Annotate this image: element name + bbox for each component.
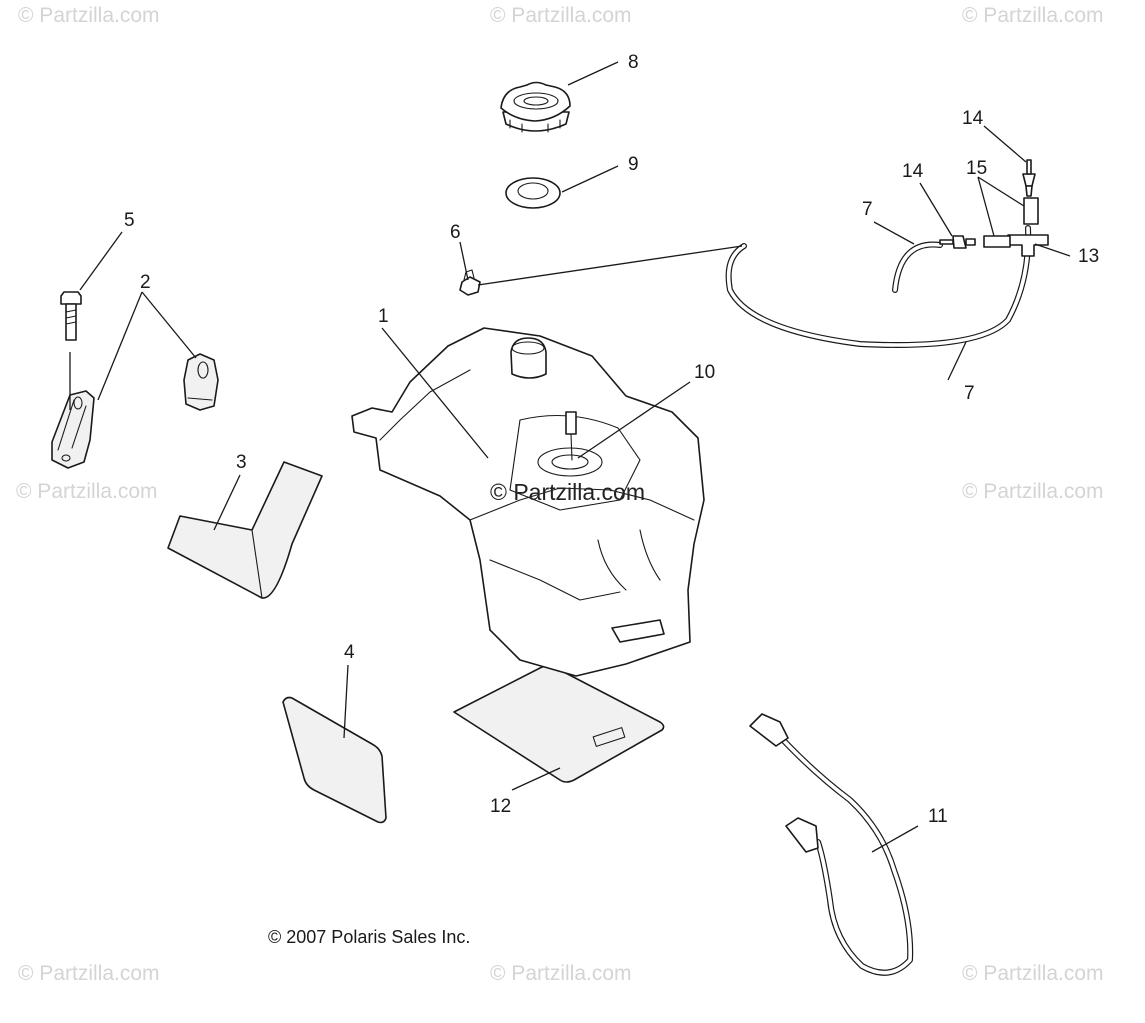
watermark-top-center: © Partzilla.com <box>490 4 632 27</box>
part-check-valves <box>939 159 1036 249</box>
watermark-top-right: © Partzilla.com <box>962 4 1104 27</box>
callout-numbers: 1 2 3 4 5 6 7 7 8 9 10 11 12 13 14 14 15 <box>124 52 1099 827</box>
callout-11: 11 <box>928 806 948 827</box>
callout-13: 13 <box>1078 246 1099 267</box>
watermark-mid-center: © Partzilla.com <box>490 479 645 505</box>
callout-14-lower: 14 <box>902 161 924 182</box>
watermark-bottom-left: © Partzilla.com <box>18 962 160 985</box>
part-vent-hose <box>725 225 1032 348</box>
callout-9: 9 <box>628 154 639 175</box>
watermark-top-left: © Partzilla.com <box>18 4 160 27</box>
callout-6: 6 <box>450 222 461 243</box>
callout-7-upper: 7 <box>862 199 873 220</box>
part-hose-sleeves <box>983 197 1039 248</box>
callout-7-lower: 7 <box>964 383 975 404</box>
watermark-bottom-center: © Partzilla.com <box>490 962 632 985</box>
part-flat-pad <box>282 696 387 824</box>
callout-15: 15 <box>966 158 987 179</box>
callout-14-upper: 14 <box>962 108 984 129</box>
part-bolt <box>60 291 82 341</box>
watermark-layer: © Partzilla.com © Partzilla.com © Partzi… <box>16 4 1104 985</box>
callout-2: 2 <box>140 272 151 293</box>
copyright-notice: © 2007 Polaris Sales Inc. <box>268 927 470 947</box>
part-fuel-tank <box>351 327 705 677</box>
callout-3: 3 <box>236 452 247 473</box>
callout-4: 4 <box>344 642 355 663</box>
part-cap-gasket <box>505 177 561 209</box>
part-tee-fitting <box>1007 234 1049 257</box>
callout-12: 12 <box>490 796 511 817</box>
watermark-mid-right: © Partzilla.com <box>962 480 1104 503</box>
callout-10: 10 <box>694 362 715 383</box>
part-tank-pad <box>453 665 665 783</box>
watermark-bottom-right: © Partzilla.com <box>962 962 1104 985</box>
part-wire-harness <box>749 713 914 976</box>
part-fuel-cap <box>500 81 571 133</box>
callout-5: 5 <box>124 210 135 231</box>
part-mount-brackets <box>51 353 219 469</box>
callout-8: 8 <box>628 52 639 73</box>
callout-1: 1 <box>378 306 389 327</box>
part-foam-pad <box>167 461 323 599</box>
leader-lines <box>69 61 1071 853</box>
watermark-mid-left: © Partzilla.com <box>16 480 158 503</box>
part-vent-fitting <box>459 269 481 296</box>
